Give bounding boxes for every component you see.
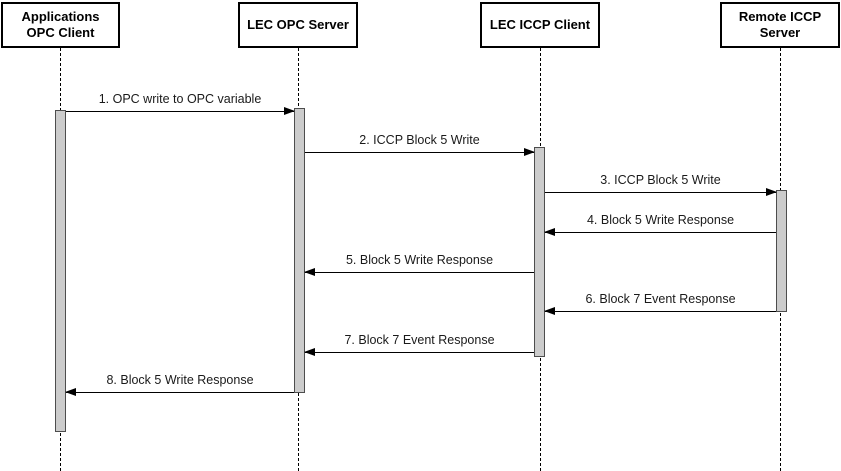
actor-label: LEC ICCP Client (489, 17, 591, 33)
arrowhead-left-icon (65, 388, 76, 396)
arrowhead-left-icon (304, 348, 315, 356)
message-5: 5. Block 5 Write Response (304, 253, 534, 278)
message-2: 2. ICCP Block 5 Write (305, 133, 535, 158)
message-label: 1. OPC write to OPC variable (98, 92, 262, 106)
message-line (545, 192, 776, 193)
message-label: 3. ICCP Block 5 Write (600, 173, 721, 187)
message-1: 1. OPC write to OPC variable (66, 92, 295, 117)
message-label: 7. Block 7 Event Response (344, 333, 495, 347)
actor-box-remote-iccp-server: Remote ICCP Server (720, 2, 840, 48)
message-label: 2. ICCP Block 5 Write (359, 133, 480, 147)
message-label: 5. Block 5 Write Response (345, 253, 494, 267)
message-line (305, 272, 534, 273)
actor-box-lec-opc-server: LEC OPC Server (238, 2, 358, 48)
arrowhead-right-icon (766, 188, 777, 196)
activation-bar-lec-iccp-client (534, 147, 545, 357)
message-line (545, 232, 776, 233)
arrowhead-left-icon (544, 228, 555, 236)
activation-bar-applications-opc-client (55, 110, 66, 432)
message-line (305, 152, 534, 153)
message-4: 4. Block 5 Write Response (544, 213, 776, 238)
message-8: 8. Block 5 Write Response (65, 373, 294, 398)
actor-box-applications-opc-client: Applications OPC Client (1, 2, 120, 48)
message-line (545, 311, 776, 312)
actor-label: LEC OPC Server (247, 17, 349, 33)
message-label: 6. Block 7 Event Response (585, 292, 736, 306)
arrowhead-right-icon (284, 107, 295, 115)
actor-box-lec-iccp-client: LEC ICCP Client (480, 2, 600, 48)
message-3: 3. ICCP Block 5 Write (545, 173, 777, 198)
actor-label: Applications OPC Client (21, 9, 100, 40)
arrowhead-left-icon (304, 268, 315, 276)
arrowhead-left-icon (544, 307, 555, 315)
message-label: 4. Block 5 Write Response (586, 213, 735, 227)
arrowhead-right-icon (524, 148, 535, 156)
message-label: 8. Block 5 Write Response (106, 373, 254, 387)
message-line (66, 392, 294, 393)
message-6: 6. Block 7 Event Response (544, 292, 776, 317)
activation-bar-lec-opc-server (294, 108, 305, 393)
actor-label: Remote ICCP Server (738, 9, 822, 40)
message-line (305, 352, 534, 353)
activation-bar-remote-iccp-server (776, 190, 787, 312)
message-7: 7. Block 7 Event Response (304, 333, 534, 358)
message-line (66, 111, 294, 112)
